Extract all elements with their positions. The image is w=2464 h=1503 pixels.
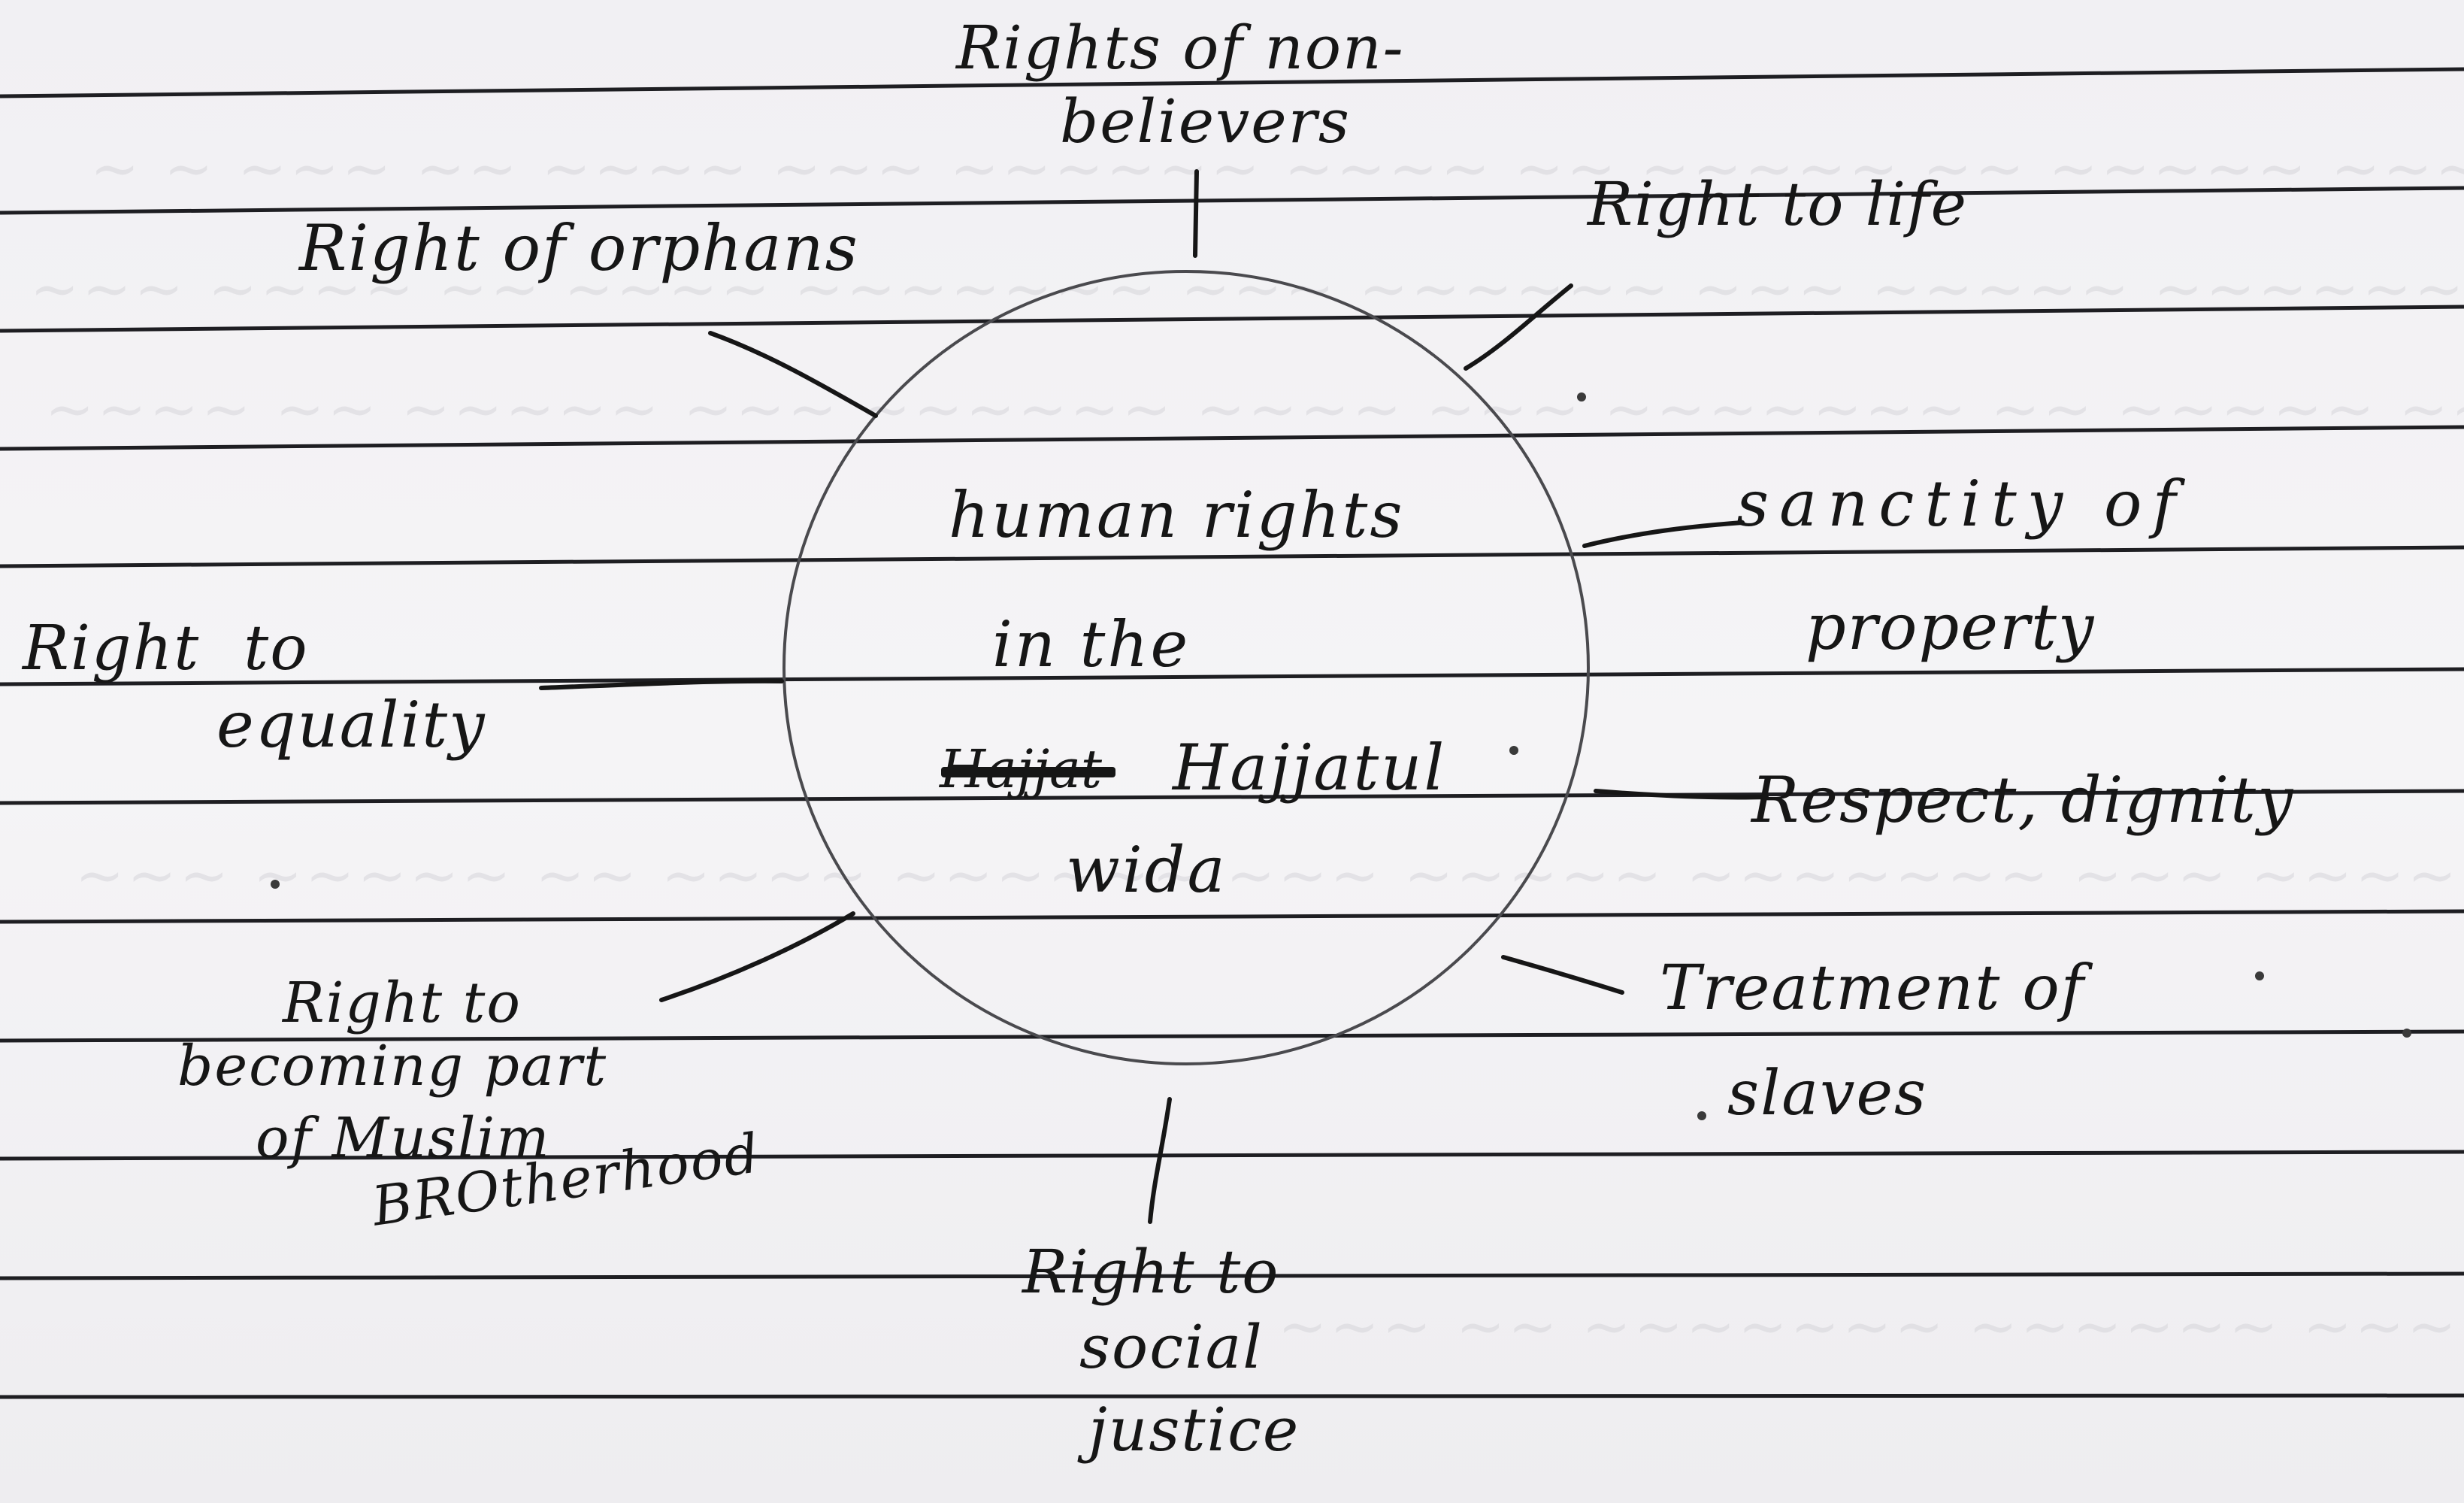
connector-equality <box>539 678 784 690</box>
connector-orphans <box>708 331 878 418</box>
center-line-4: wida <box>1066 833 1227 907</box>
center-circle <box>782 270 1590 1065</box>
ink-dot <box>1509 746 1518 755</box>
bleed-through-text: ~~~~ ~~ ~~~~~ ~~~ ~~~~~~ ~~~~ ~~~ ~~~~~~… <box>45 376 2464 444</box>
node-property-line-2: property <box>1806 590 2096 664</box>
connector-property <box>1582 520 1745 548</box>
node-brotherhood-line-2: becoming part <box>177 1034 608 1098</box>
node-brotherhood-line-1: Right to <box>283 971 522 1035</box>
node-life: Right to life <box>1588 169 1968 239</box>
node-non-believers-line-1: Rights of non- <box>956 13 1405 83</box>
center-line-1: human rights <box>949 478 1405 552</box>
center-line-3: Hajjatul <box>1173 731 1447 805</box>
ink-dot <box>2255 971 2264 980</box>
bleed-through-text: ~ ~ ~~~ ~~ ~~~~ ~~~ ~~~~~~ ~~~~ ~~ ~~~~~… <box>90 135 2464 203</box>
connector-brotherhood <box>659 911 855 1002</box>
center-line-2: in the <box>992 608 1191 681</box>
ink-dot <box>271 880 280 889</box>
bleed-through-text: ~~~ ~~~~~ ~~ ~~~~ ~~~~~~ ~~~ ~~~~~ ~~~~~… <box>75 842 2464 910</box>
ink-dot <box>1697 1111 1706 1120</box>
connector-life <box>1464 283 1573 371</box>
node-slaves-line-1: Treatment of <box>1660 953 2086 1024</box>
strikethrough-mark <box>941 767 1115 777</box>
node-social-justice-line-2: social <box>1079 1312 1264 1382</box>
ink-dot <box>1577 392 1586 402</box>
node-equality-line-1: Right to <box>23 613 309 684</box>
node-social-justice-line-3: justice <box>1088 1395 1300 1465</box>
node-equality-line-2: equality <box>216 688 486 762</box>
connector-dignity <box>1594 789 1769 800</box>
node-property-line-1: sanctity of <box>1736 467 2187 541</box>
ink-dot <box>2402 1029 2411 1038</box>
bleed-through-text: ~~~ ~~~~ ~~ ~~~~ ~~~~~~~ ~~~ ~~~~~~ ~~~ … <box>30 256 2464 323</box>
bleed-through-text: ~~~ ~~ ~~~~~~~ ~~~~~~ ~~~~~ ~~~~~~~~ <box>1278 1293 2464 1361</box>
connector-social-justice <box>1148 1097 1172 1224</box>
node-social-justice-line-1: Right to <box>1022 1237 1280 1307</box>
node-slaves-line-2: slaves <box>1727 1058 1928 1129</box>
node-dignity: Respect, dignity <box>1751 763 2295 837</box>
connector-slaves <box>1501 955 1624 995</box>
node-non-believers-line-2: believers <box>1060 86 1351 156</box>
node-brotherhood-line-3: of Muslim <box>256 1106 551 1171</box>
node-orphans: Right of orphans <box>299 211 859 285</box>
connector-non-believers <box>1193 169 1199 258</box>
